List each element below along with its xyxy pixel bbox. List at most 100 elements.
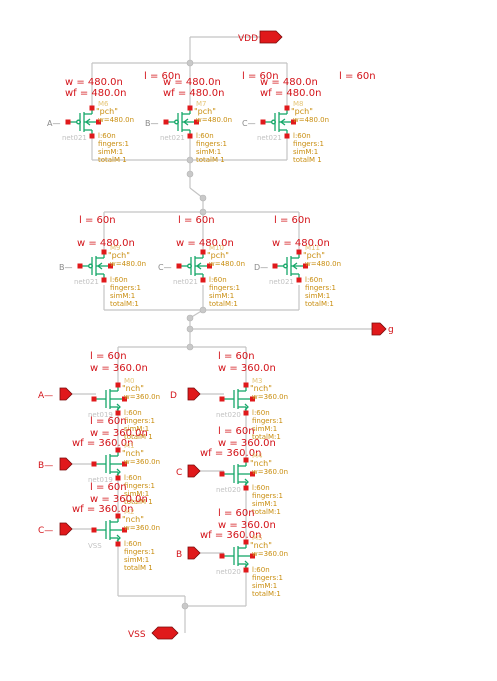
terminal-pin [200, 277, 206, 283]
length-param: l = 60n [274, 215, 311, 226]
finger-width-param: wf = 480.0n [260, 88, 321, 99]
port-c-label: C— [38, 526, 53, 536]
instance-name: M3 [252, 377, 263, 385]
terminal-pin [115, 541, 121, 547]
terminal-pin [91, 396, 97, 402]
width-prop: w=360.0n [124, 458, 160, 466]
port-d[interactable]: D [170, 387, 201, 401]
source-arrow [116, 534, 121, 542]
fingers-prop: fingers:1 [98, 140, 129, 148]
port-vss-label: VSS [128, 630, 146, 640]
port-vdd[interactable]: VDD [238, 30, 283, 44]
simm-prop: simM:1 [110, 292, 135, 300]
instance-name: M9 [110, 244, 121, 252]
model-name: "pch" [96, 107, 118, 116]
length-param: l = 60n [339, 71, 376, 82]
model-name: "nch" [122, 449, 144, 458]
width-param: w = 360.0n [90, 428, 148, 439]
port-g[interactable]: g [371, 322, 394, 336]
length-prop: l:60n [98, 132, 116, 140]
terminal-pin [219, 471, 225, 477]
width-param: w = 480.0n [77, 238, 135, 249]
terminal-pin [187, 133, 193, 139]
length-param: l = 60n [218, 351, 255, 362]
junction-dot [186, 156, 194, 164]
port-c-right[interactable]: C [176, 464, 201, 478]
port-vss[interactable]: VSS [128, 626, 179, 640]
port-c-symbol [59, 522, 73, 536]
simm-prop: simM:1 [209, 292, 234, 300]
model-name: "nch" [250, 384, 272, 393]
width-param: w = 360.0n [90, 363, 148, 374]
terminal-pin [219, 553, 225, 559]
terminal-pin [243, 485, 249, 491]
port-c[interactable]: C— [38, 522, 73, 536]
length-prop: l:60n [124, 474, 142, 482]
length-param: l = 60n [178, 215, 215, 226]
port-vss-symbol [151, 626, 179, 640]
source-arrow [116, 403, 121, 411]
model-name: "pch" [291, 107, 313, 116]
totalm-prop: totalM 1 [98, 156, 127, 164]
terminal-pin [65, 119, 71, 125]
totalm-prop: totalM:1 [252, 433, 281, 441]
junction-dots [181, 59, 207, 610]
instance-name: M8 [293, 100, 304, 108]
terminal-pin [219, 396, 225, 402]
port-b-right-label: B [176, 550, 182, 560]
simm-prop: simM:1 [252, 582, 277, 590]
model-name: "pch" [207, 251, 229, 260]
instance-name: M0 [124, 377, 135, 385]
port-vdd-symbol [259, 30, 283, 44]
length-param: l = 60n [242, 71, 279, 82]
model-name: "nch" [250, 541, 272, 550]
net-label: net021 [160, 134, 185, 142]
junction-dot [186, 343, 194, 351]
terminal-pin [101, 277, 107, 283]
fingers-prop: fingers:1 [252, 492, 283, 500]
port-d-symbol [187, 387, 201, 401]
terminal-pin [243, 539, 249, 545]
fingers-prop: fingers:1 [124, 548, 155, 556]
terminal-pin [243, 457, 249, 463]
fingers-prop: fingers:1 [305, 284, 336, 292]
simm-prop: simM:1 [124, 556, 149, 564]
width-prop: w=480.0n [293, 116, 329, 124]
terminal-pin [122, 527, 127, 533]
length-prop: l:60n [124, 540, 142, 548]
model-name: "pch" [194, 107, 216, 116]
gate-pin-label: B— [145, 119, 159, 128]
terminal-pin [243, 382, 249, 388]
finger-width-param: wf = 360.0n [200, 448, 261, 459]
junction-dot [186, 325, 194, 333]
port-b-right[interactable]: B [176, 546, 201, 560]
gate-pin-label: C— [158, 263, 172, 272]
model-name: "nch" [122, 515, 144, 524]
bulk-arrow [279, 118, 286, 126]
length-prop: l:60n [124, 409, 142, 417]
gate-bubble [271, 119, 276, 125]
bulk-arrow [195, 262, 202, 270]
finger-width-param: wf = 480.0n [163, 88, 224, 99]
source-arrow [244, 403, 249, 411]
terminal-pin [200, 249, 206, 255]
width-prop: w=360.0n [124, 524, 160, 532]
junction-dot [186, 170, 194, 178]
fingers-prop: fingers:1 [196, 140, 227, 148]
net-label: net020 [216, 486, 241, 494]
port-a[interactable]: A— [38, 387, 73, 401]
port-b[interactable]: B— [38, 457, 73, 471]
port-vdd-label: VDD [238, 34, 258, 44]
